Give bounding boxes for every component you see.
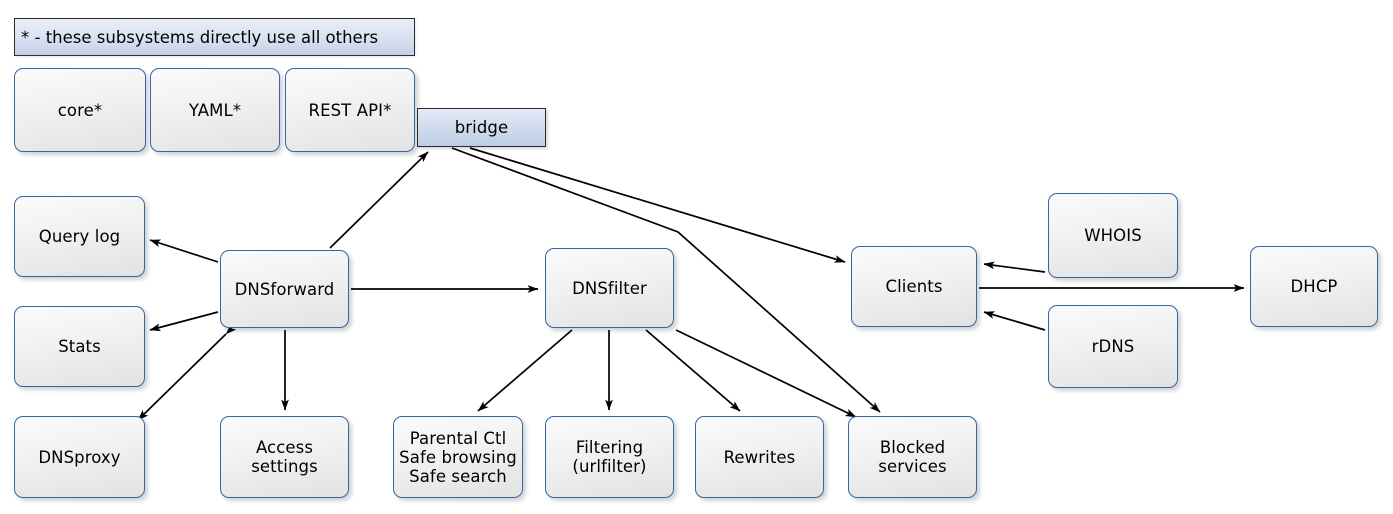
node-stats[interactable]: Stats: [14, 306, 145, 387]
node-clients[interactable]: Clients: [851, 246, 977, 327]
node-dhcp[interactable]: DHCP: [1250, 246, 1378, 327]
node-rest-api-label: REST API*: [308, 100, 392, 120]
node-dnsfilter-label: DNSfilter: [572, 278, 647, 298]
node-yaml[interactable]: YAML*: [150, 68, 280, 152]
node-rdns-label: rDNS: [1091, 337, 1135, 356]
node-dnsproxy[interactable]: DNSproxy: [14, 416, 145, 498]
edge-whois-clients: [983, 261, 1046, 273]
node-dnsproxy-label: DNSproxy: [38, 447, 121, 467]
node-query-log[interactable]: Query log: [14, 196, 145, 277]
node-bridge-label: bridge: [454, 118, 509, 137]
node-whois[interactable]: WHOIS: [1048, 193, 1178, 278]
node-filtering[interactable]: Filtering(urlfilter): [545, 416, 674, 498]
legend-note: * - these subsystems directly use all ot…: [14, 18, 415, 56]
edge-dnsforward-bridge: [329, 151, 429, 249]
node-bridge[interactable]: bridge: [417, 108, 546, 147]
edge-dnsfilter-blocked: [675, 329, 857, 418]
node-dhcp-label: DHCP: [1290, 277, 1338, 296]
node-rewrites[interactable]: Rewrites: [695, 416, 824, 498]
edge-dnsfilter-rewrites: [645, 329, 741, 412]
node-rdns[interactable]: rDNS: [1048, 305, 1178, 388]
node-dnsfilter[interactable]: DNSfilter: [545, 248, 674, 328]
edge-dnsforward-stats: [149, 311, 219, 332]
node-core-label: core*: [57, 100, 103, 120]
edge-dnsforward-dnsproxy: [137, 323, 237, 421]
node-yaml-label: YAML*: [188, 100, 242, 120]
node-stats-label: Stats: [58, 337, 101, 356]
node-whois-label: WHOIS: [1084, 226, 1142, 245]
node-dnsforward[interactable]: DNSforward: [220, 250, 349, 328]
edge-dnsfilter-parental: [477, 329, 573, 412]
node-clients-label: Clients: [885, 277, 943, 296]
node-rest-api[interactable]: REST API*: [285, 68, 415, 152]
legend-text: * - these subsystems directly use all ot…: [21, 27, 379, 47]
edge-bridge-clients: [469, 147, 846, 263]
node-dnsforward-label: DNSforward: [234, 279, 335, 299]
edge-dnsforward-querylog: [149, 239, 219, 263]
node-rewrites-label: Rewrites: [723, 447, 796, 467]
edge-rdns-clients: [983, 311, 1046, 331]
node-query-log-label: Query log: [38, 227, 121, 246]
node-core[interactable]: core*: [14, 68, 146, 152]
node-filtering-label: Filtering(urlfilter): [572, 438, 647, 476]
